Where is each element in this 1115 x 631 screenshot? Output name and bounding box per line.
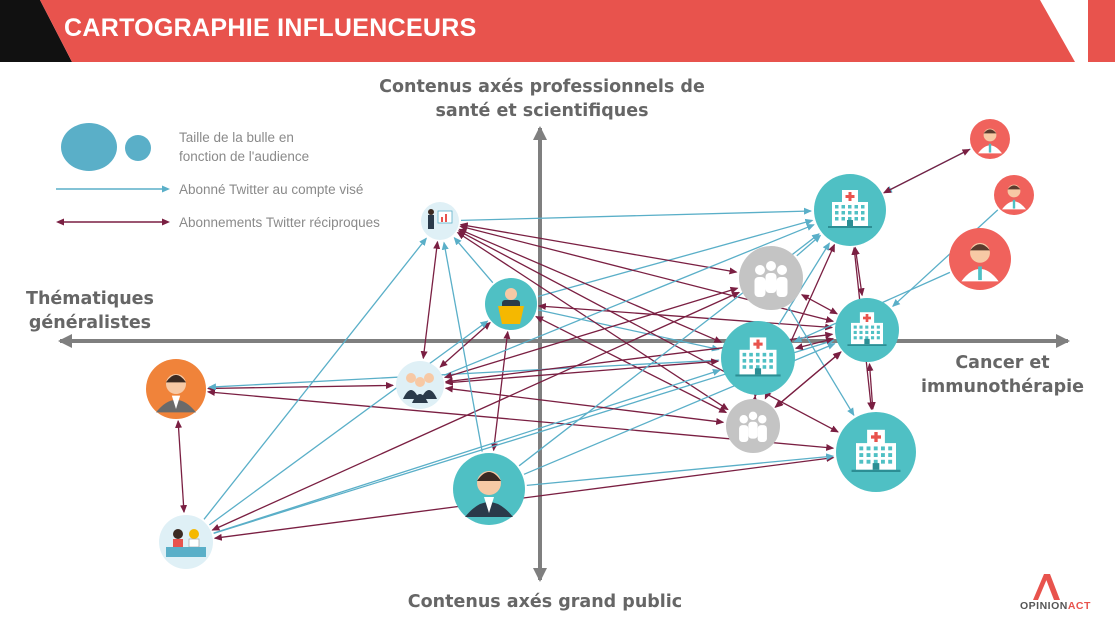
follower-edge-presenter-hosp-a: [460, 207, 812, 222]
right-edge-stripe: [1088, 0, 1115, 62]
presenter-icon-presenter: [421, 202, 459, 240]
person-icon-man: [453, 453, 525, 525]
legend-reciprocal-label: Abonnements Twitter réciproques: [179, 215, 380, 230]
hospital-icon-hosp-d: [836, 412, 916, 492]
legend-follower-label: Abonné Twitter au compte visé: [179, 182, 364, 197]
reciprocal-edge-team-grp-b: [444, 385, 725, 425]
logo-accent: ACT: [1067, 600, 1091, 612]
people-group-icon-team: [396, 361, 444, 409]
doctor-icon-doc-c: [949, 228, 1011, 290]
follower-edge-man-hosp-d: [526, 453, 835, 487]
opinionact-logo-icon: [1033, 574, 1060, 600]
header-black-accent: [0, 0, 72, 62]
edges: [175, 148, 999, 541]
follower-edge-man-presenter: [441, 241, 483, 452]
reciprocal-edge-hosp-a-doc-a: [883, 148, 971, 194]
hospital-icon-hosp-a: [814, 174, 886, 246]
axis-label-top: Contenus axés professionnels de santé et…: [379, 77, 705, 121]
follower-edge-hosp-b-woman: [208, 359, 720, 391]
axis-label-bottom: Contenus axés grand public: [407, 592, 683, 612]
doctor-icon-doc-b: [994, 175, 1034, 215]
hospital-icon-hosp-c: [835, 298, 899, 362]
person-icon-woman: [146, 359, 206, 419]
follower-edge-speaker-presenter: [453, 236, 494, 284]
logo-brand: OPINION: [1020, 600, 1068, 612]
legend-bubble-size-label: Taille de la bulle en fonction de l'audi…: [179, 130, 310, 164]
opinionact-logo-text: OPINIONACT: [1020, 600, 1091, 612]
header-red-band: [40, 0, 1075, 62]
axis-label-left: Thématiques généralistes: [26, 289, 154, 333]
page-title: CARTOGRAPHIE INFLUENCEURS: [64, 14, 477, 42]
doctor-icon-doc-a: [970, 119, 1010, 159]
reciprocal-edge-grp-b-hosp-c: [774, 351, 841, 408]
hospital-icon-hosp-b: [721, 321, 795, 395]
axes: [58, 126, 1070, 582]
follower-edge-grp-a-hosp-a: [796, 234, 822, 257]
people-group-icon-grp-b: [726, 399, 780, 453]
people-group-icon-grp-a: [739, 246, 803, 310]
reciprocal-edge-desk-hosp-d: [213, 455, 835, 541]
reciprocal-edge-woman-desk: [175, 419, 188, 514]
follower-edge-desk-speaker: [209, 320, 489, 526]
speaker-podium-icon-speaker: [485, 278, 537, 330]
header-band: [0, 0, 1115, 62]
reciprocal-edge-team-grp-a: [443, 286, 739, 379]
desk-people-icon-desk: [159, 515, 213, 569]
axis-label-right: Cancer et immunothérapie: [921, 353, 1084, 397]
nodes: [146, 119, 1034, 569]
